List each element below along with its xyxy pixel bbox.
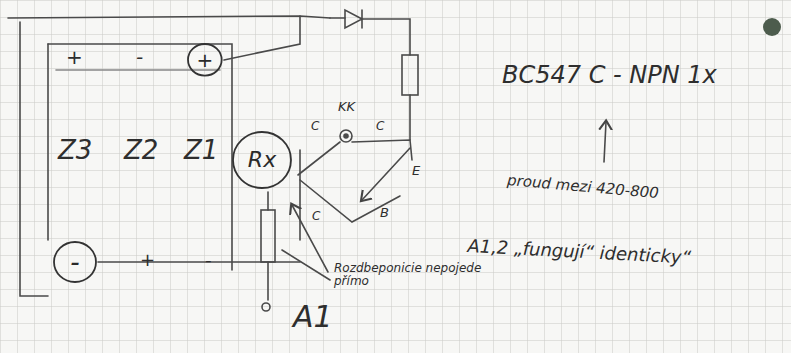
sketch-label: Z3 (58, 136, 92, 165)
sketch-label: + (140, 250, 155, 270)
resistor-symbol (261, 210, 275, 262)
wire (267, 192, 269, 210)
sketch-label: Rozdbeponicie nepojede přímo (334, 262, 484, 288)
sketch-label: KK (338, 100, 355, 114)
circle-outline (188, 44, 222, 76)
sketch-label: + (66, 46, 83, 68)
emitter-arrow (362, 148, 410, 200)
wire (20, 22, 48, 296)
sketch-label: A1 (293, 300, 333, 333)
leader-line (292, 205, 328, 272)
sketch-label: - (205, 250, 212, 270)
circled-mark: - (53, 240, 97, 284)
wire (298, 142, 340, 175)
wire (267, 262, 269, 300)
circle-outline (54, 242, 96, 282)
sketch-label: - (136, 46, 143, 68)
battery-frame (47, 44, 49, 240)
circled-text: - (70, 248, 79, 277)
circled-mark: Rx (232, 130, 292, 190)
leader-line (604, 122, 606, 162)
sketch-label: C (311, 120, 319, 133)
wire (409, 95, 411, 140)
terminal-circle (340, 130, 352, 142)
resistor-symbol (402, 55, 418, 95)
wire (362, 19, 410, 55)
leader-line (282, 250, 330, 280)
sketch-label: C (312, 210, 320, 223)
sketch-label: B (380, 206, 389, 220)
sketch-label: E (412, 164, 420, 178)
ink-dot (763, 18, 781, 36)
circled-text: + (197, 49, 214, 71)
sketch-label: BC547 C - NPN 1x (502, 62, 717, 88)
terminal-circle (262, 303, 270, 311)
terminal-circle (344, 134, 348, 138)
circle-outline (233, 132, 291, 188)
sketch-label: Z1 (184, 136, 218, 165)
sketch-label: Z2 (124, 136, 158, 165)
wire (299, 150, 301, 240)
battery-frame (48, 44, 232, 270)
wire (224, 16, 300, 60)
circled-mark: + (187, 42, 223, 78)
sketch-label: C (376, 120, 384, 133)
circled-text: Rx (248, 148, 276, 172)
diode-symbol (345, 10, 362, 28)
wire (330, 17, 345, 19)
wire (352, 140, 412, 160)
battery-frame (56, 69, 220, 71)
wire (8, 16, 330, 18)
